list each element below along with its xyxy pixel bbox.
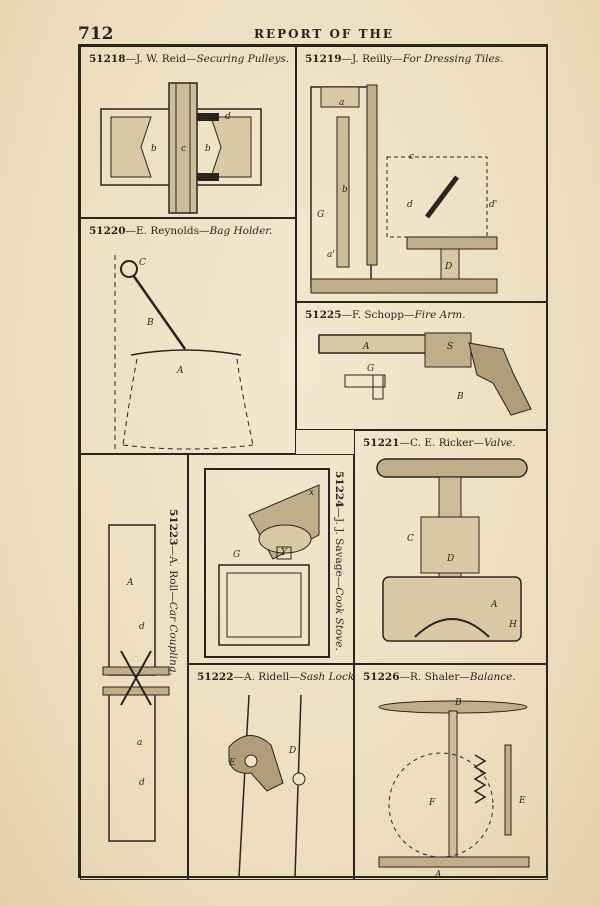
figure-number: 51219 (305, 53, 342, 65)
figure-title: Fire Arm. (414, 309, 466, 321)
pulley-drawing: d b c b (100, 82, 262, 214)
svg-text:C: C (407, 534, 414, 544)
car-coupling-drawing: Aa d d (102, 524, 170, 842)
figure-inventor: A. Ridell (244, 671, 290, 683)
svg-text:A: A (490, 600, 498, 610)
svg-text:B: B (146, 318, 154, 328)
figure-title: Securing Pulleys. (196, 53, 290, 65)
bag-holder-drawing: C B A (114, 255, 254, 450)
svg-text:G: G (317, 210, 324, 220)
figure-number: 51218 (89, 53, 126, 65)
figure-title: Valve. (483, 437, 516, 449)
figure-title: Sash Lock. (299, 671, 354, 683)
figure-caption-51222: 51222—A. Ridell—Sash Lock. (197, 671, 354, 683)
svg-text:b: b (151, 144, 157, 154)
svg-text:b: b (342, 185, 348, 195)
svg-text:c: c (181, 144, 186, 154)
balance-drawing: B F E A (378, 698, 530, 880)
figure-inventor: E. Reynolds (136, 225, 199, 237)
svg-text:G: G (233, 550, 240, 560)
cook-stove-drawing: xY G (204, 468, 330, 658)
figure-number: 51225 (305, 309, 342, 321)
svg-text:C: C (139, 258, 146, 268)
svg-text:D: D (444, 262, 452, 272)
svg-text:A: A (362, 342, 370, 352)
figure-panel-51219: 51219—J. Reilly—For Dressing Tiles. a b G… (296, 46, 548, 302)
figure-caption-51225: 51225—F. Schopp—Fire Arm. (305, 309, 466, 321)
svg-text:d: d (139, 622, 145, 632)
svg-text:E: E (518, 796, 526, 806)
running-head: REPORT OF THE (254, 27, 395, 41)
figure-title: Balance. (469, 671, 516, 683)
svg-text:c: c (409, 152, 414, 162)
figure-inventor: J. W. Reid (136, 53, 186, 65)
figure-panel-51225: 51225—F. Schopp—Fire Arm. A S G B (296, 302, 548, 430)
tile-dresser-drawing: a b Gd d' D c a' (310, 84, 498, 294)
figure-inventor: J. Reilly (352, 53, 393, 65)
svg-text:d: d (139, 778, 145, 788)
figure-caption-51219: 51219—J. Reilly—For Dressing Tiles. (305, 53, 504, 65)
svg-text:A: A (126, 578, 134, 588)
svg-text:d: d (225, 112, 231, 122)
page-header: 712 REPORT OF THE (78, 24, 548, 44)
svg-text:A: A (434, 870, 442, 880)
figure-panel-51226: 51226—R. Shaler—Balance. B F E A (354, 664, 548, 880)
figure-number: 51221 (363, 437, 400, 449)
svg-text:G: G (367, 364, 374, 374)
figure-inventor: C. E. Ricker (410, 437, 474, 449)
figure-title: For Dressing Tiles. (402, 53, 504, 65)
svg-text:a: a (339, 98, 344, 108)
svg-text:Y: Y (281, 548, 288, 558)
svg-text:E: E (228, 758, 236, 768)
svg-text:A: A (176, 366, 184, 376)
svg-text:D: D (288, 746, 296, 756)
figure-number: 51220 (89, 225, 126, 237)
sash-lock-drawing: ED (228, 694, 306, 878)
figure-inventor: R. Shaler (410, 671, 460, 683)
svg-text:d: d (407, 200, 413, 210)
page-number: 712 (78, 24, 114, 44)
figure-inventor: F. Schopp (352, 309, 404, 321)
figure-number: 51222 (197, 671, 234, 683)
patent-figures-frame: 51218—J. W. Reid—Securing Pulleys. d b c b… (78, 44, 548, 880)
figure-number: 51226 (363, 671, 400, 683)
svg-text:D: D (446, 554, 454, 564)
figure-caption-51226: 51226—R. Shaler—Balance. (363, 671, 516, 683)
figure-title: Bag Holder. (209, 225, 273, 237)
figure-caption-51218: 51218—J. W. Reid—Securing Pulleys. (89, 53, 290, 65)
svg-text:B: B (456, 392, 464, 402)
svg-text:d': d' (489, 200, 497, 210)
svg-text:a: a (137, 738, 142, 748)
svg-text:S: S (447, 342, 453, 352)
svg-text:F: F (428, 798, 436, 808)
svg-text:b: b (205, 144, 211, 154)
svg-text:x: x (309, 488, 314, 498)
svg-text:B: B (454, 698, 462, 708)
figure-panel-51220: 51220—E. Reynolds—Bag Holder. C B A (80, 218, 296, 454)
figure-panel-51218: 51218—J. W. Reid—Securing Pulleys. d b c b (80, 46, 296, 218)
svg-text:a': a' (327, 250, 335, 260)
figure-caption-51221: 51221—C. E. Ricker—Valve. (363, 437, 516, 449)
svg-text:H: H (508, 620, 517, 630)
figure-caption-51220: 51220—E. Reynolds—Bag Holder. (89, 225, 273, 237)
valve-drawing: C D AH (376, 458, 528, 642)
fire-arm-drawing: A S G B (318, 332, 532, 416)
